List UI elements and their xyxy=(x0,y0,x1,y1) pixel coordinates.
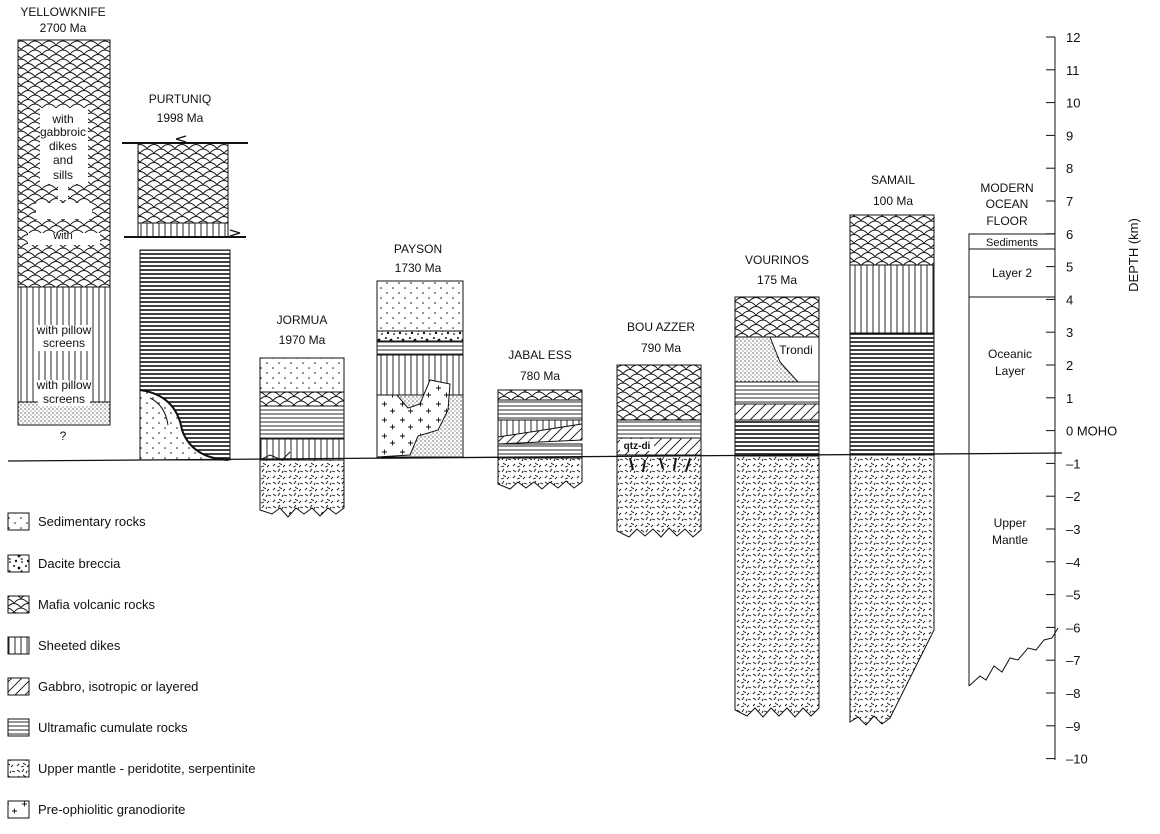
depth-tick-label: –5 xyxy=(1066,588,1080,603)
vourinos-age: 175 Ma xyxy=(757,273,797,287)
legend-label-4: Gabbro, isotropic or layered xyxy=(38,679,198,694)
depth-tick-label: –7 xyxy=(1066,653,1080,668)
legend-label-6: Upper mantle - peridotite, serpentinite xyxy=(38,761,256,776)
bou-azzer-age: 790 Ma xyxy=(641,341,681,355)
depth-tick-label: –1 xyxy=(1066,456,1080,471)
ocean-note-layer: Layer xyxy=(995,364,1025,378)
column-jormua xyxy=(260,358,344,517)
ocean-note-sediments: Sediments xyxy=(986,237,1038,249)
column-purtuniq xyxy=(122,136,248,460)
legend-sedimentary-icon xyxy=(8,513,29,530)
purtuniq-title: PURTUNIQ xyxy=(149,92,211,106)
legend-dikes-icon xyxy=(8,637,29,654)
jabal-ess-age: 780 Ma xyxy=(520,369,560,383)
ocean-title-3: FLOOR xyxy=(986,214,1028,228)
yellowknife-note-pillow-2a: with pillow xyxy=(36,378,92,392)
depth-tick-label: –2 xyxy=(1066,489,1080,504)
yellowknife-note-with: with xyxy=(51,112,73,126)
depth-tick-label: 9 xyxy=(1066,128,1073,143)
legend-label-0: Sedimentary rocks xyxy=(38,514,146,529)
yellowknife-age: 2700 Ma xyxy=(40,21,87,35)
legend-volcanic-icon xyxy=(8,596,29,613)
legend-label-1: Dacite breccia xyxy=(38,556,121,571)
legend-mantle-icon xyxy=(8,760,29,777)
ocean-note-oceanic: Oceanic xyxy=(988,347,1032,361)
jormua-age: 1970 Ma xyxy=(279,333,326,347)
jabal-ess-title: JABAL ESS xyxy=(508,348,572,362)
ocean-note-mantle: Mantle xyxy=(992,533,1028,547)
depth-tick-label: 11 xyxy=(1066,63,1080,78)
samail-age: 100 Ma xyxy=(873,194,913,208)
yellowknife-note-1: with xyxy=(52,230,73,242)
legend-label-2: Mafia volcanic rocks xyxy=(38,597,156,612)
depth-tick-label: 2 xyxy=(1066,358,1073,373)
depth-tick-label: –4 xyxy=(1066,555,1080,570)
yellowknife-title: YELLOWKNIFE xyxy=(20,5,105,19)
ocean-title-2: OCEAN xyxy=(986,197,1029,211)
ocean-title-1: MODERN xyxy=(980,181,1033,195)
payson-age: 1730 Ma xyxy=(395,261,442,275)
purtuniq-age: 1998 Ma xyxy=(157,111,204,125)
yellowknife-note-and: and xyxy=(53,153,73,167)
depth-tick-label: –6 xyxy=(1066,620,1080,635)
legend: Sedimentary rocks Dacite breccia Mafia v… xyxy=(8,513,256,818)
column-yellowknife: with xyxy=(18,40,110,425)
yellowknife-note-dikes: dikes xyxy=(49,139,77,153)
depth-axis: 12 11 10 9 8 7 6 5 4 3 2 1 0 MOHO –1 –2 –3 –4 –5 –6 –7 –8 –9 –… xyxy=(1046,30,1117,767)
depth-tick-label: –10 xyxy=(1066,752,1088,767)
column-samail xyxy=(850,215,934,725)
vourinos-note: Trondi xyxy=(779,343,813,357)
depth-tick-label: 1 xyxy=(1066,391,1073,406)
legend-label-3: Sheeted dikes xyxy=(38,638,121,653)
depth-tick-label: 3 xyxy=(1066,325,1073,340)
column-modern-ocean-floor: Sediments Layer 2 Oceanic Layer Upper Ma… xyxy=(969,234,1058,686)
depth-tick-label: 7 xyxy=(1066,194,1073,209)
depth-tick-label: 6 xyxy=(1066,227,1073,242)
legend-breccia-icon xyxy=(8,555,29,572)
depth-tick-label: 0 MOHO xyxy=(1066,424,1117,439)
yellowknife-note-sills: sills xyxy=(53,168,73,182)
depth-tick-label: 10 xyxy=(1066,96,1080,111)
yellowknife-note-question: ? xyxy=(60,429,67,443)
depth-tick-label: –8 xyxy=(1066,686,1080,701)
column-jabal-ess xyxy=(498,390,582,489)
column-bou-azzer: qtz-di xyxy=(617,365,701,537)
legend-label-5: Ultramafic cumulate rocks xyxy=(38,720,188,735)
column-vourinos: Trondi xyxy=(735,297,819,717)
depth-axis-label: DEPTH (km) xyxy=(1126,218,1141,292)
vourinos-title: VOURINOS xyxy=(745,253,809,267)
depth-tick-label: –3 xyxy=(1066,522,1080,537)
depth-tick-label: 5 xyxy=(1066,260,1073,275)
legend-gabbro-icon xyxy=(8,678,29,695)
legend-label-7: Pre-ophiolitic granodiorite xyxy=(38,802,185,817)
yellowknife-note-pillow-2b: screens xyxy=(43,392,85,406)
samail-title: SAMAIL xyxy=(871,173,915,187)
depth-tick-label: 4 xyxy=(1066,292,1073,307)
yellowknife-note-gabbroic: gabbroic xyxy=(40,125,86,139)
bou-azzer-note: qtz-di xyxy=(624,441,651,452)
legend-ultramafic-icon xyxy=(8,719,29,736)
payson-title: PAYSON xyxy=(394,242,442,256)
depth-tick-label: 8 xyxy=(1066,161,1073,176)
ocean-note-upper: Upper xyxy=(994,516,1027,530)
depth-tick-label: 12 xyxy=(1066,30,1080,45)
yellowknife-note-pillow-1a: with pillow xyxy=(36,323,92,337)
column-payson xyxy=(377,281,463,457)
bou-azzer-title: BOU AZZER xyxy=(627,320,695,334)
ocean-note-layer2: Layer 2 xyxy=(992,266,1032,280)
legend-granodiorite-icon xyxy=(8,801,29,818)
depth-tick-label: –9 xyxy=(1066,719,1080,734)
jormua-title: JORMUA xyxy=(277,313,328,327)
yellowknife-note-pillow-1b: screens xyxy=(43,336,85,350)
